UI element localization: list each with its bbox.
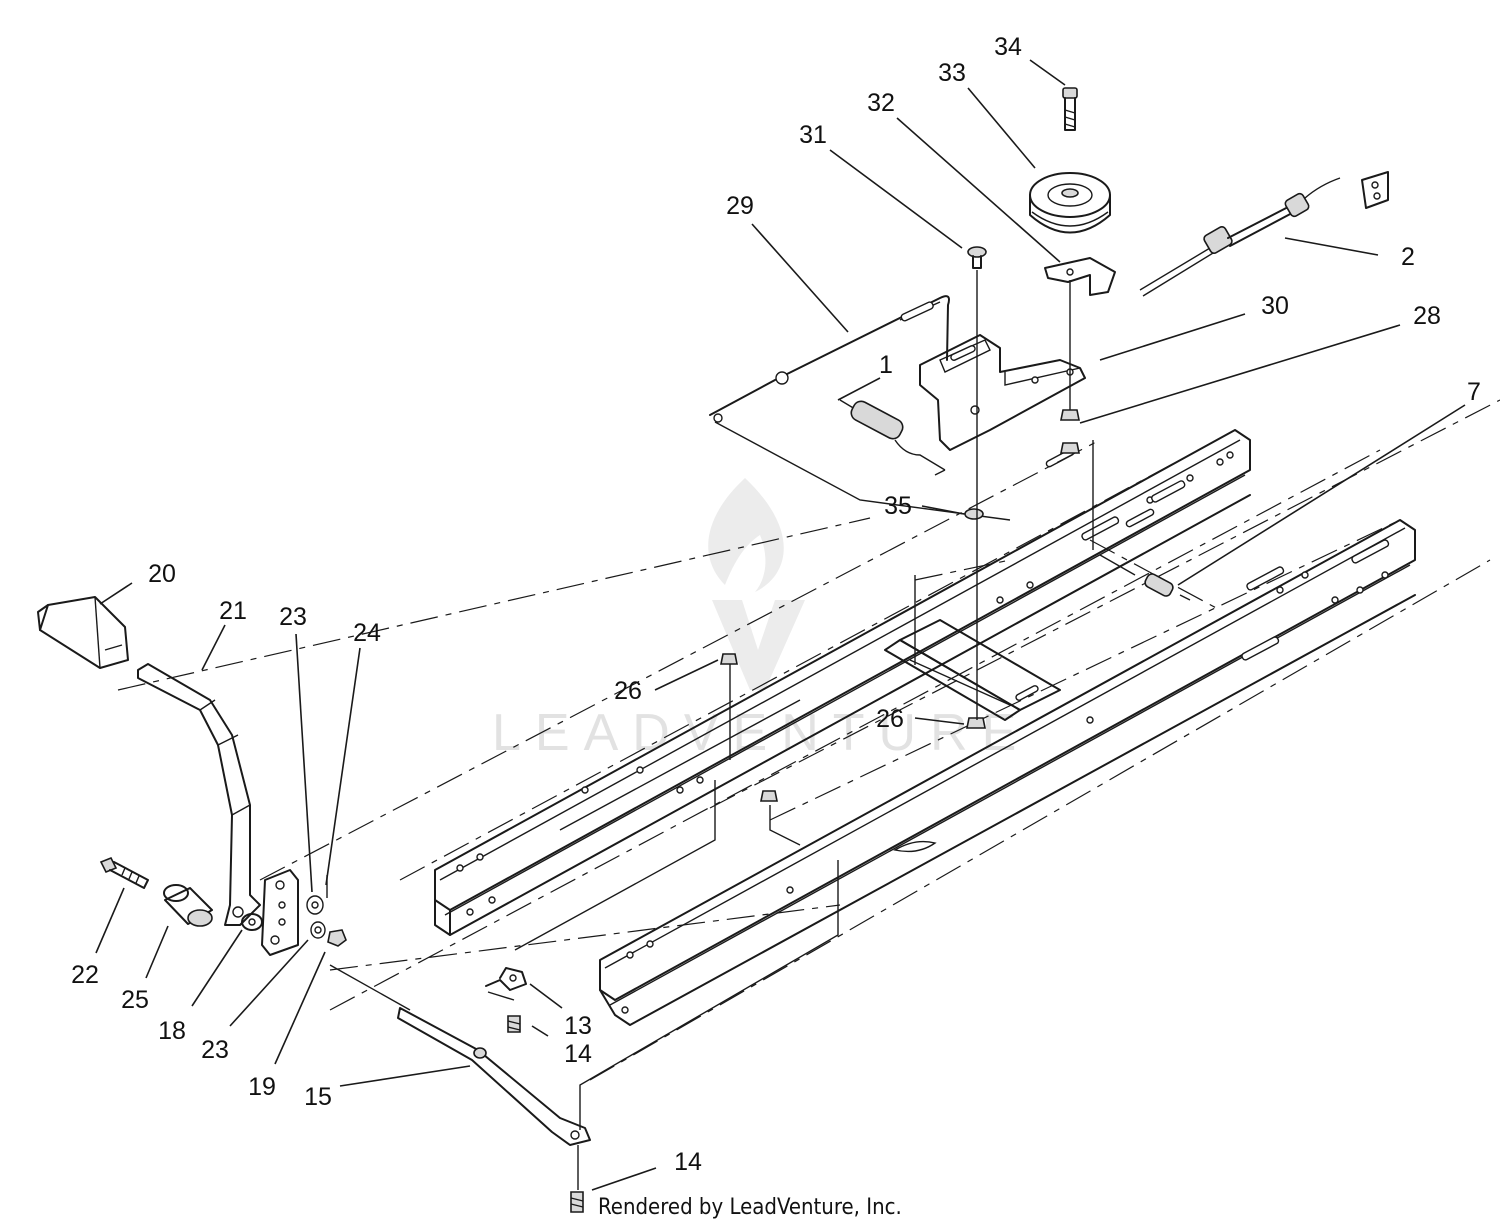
callout-32: 32 <box>867 89 895 117</box>
part-18-pivot-plate <box>241 869 299 956</box>
callout-31: 31 <box>799 121 827 149</box>
callout-15: 15 <box>304 1083 332 1111</box>
frame-left-rail <box>434 429 1251 936</box>
callout-25: 25 <box>121 986 149 1014</box>
callout-1: 1 <box>879 351 893 379</box>
callout-22: 22 <box>71 961 99 989</box>
part-2-brake-cable <box>1139 171 1389 297</box>
watermark-logo: LEADVENTURE <box>492 478 1030 762</box>
part-1-spring <box>839 399 946 476</box>
callout-23: 23 <box>279 603 307 631</box>
callout-21: 21 <box>219 597 247 625</box>
part-7-spring <box>1099 554 1191 601</box>
callout-34: 34 <box>994 33 1022 61</box>
frame-right-rail <box>599 519 1416 1026</box>
callout-14: 14 <box>674 1148 702 1176</box>
part-30-idler-bracket <box>919 334 1086 451</box>
callout-26: 26 <box>876 705 904 733</box>
part-31-shoulder-bolt <box>967 246 987 269</box>
callout-19: 19 <box>248 1073 276 1101</box>
assembly-dash-lines <box>117 399 1500 1081</box>
callout-35: 35 <box>884 492 912 520</box>
callout-2: 2 <box>1401 243 1415 271</box>
part-28-nuts <box>1060 409 1080 454</box>
callout-18: 18 <box>158 1017 186 1045</box>
callout-20: 20 <box>148 560 176 588</box>
part-14-screws <box>507 1015 584 1213</box>
callout-23: 23 <box>201 1036 229 1064</box>
callout-26: 26 <box>614 677 642 705</box>
callout-24: 24 <box>353 619 381 647</box>
callout-leaders <box>95 59 1466 1191</box>
callout-13: 13 <box>564 1012 592 1040</box>
part-35-washer <box>964 508 984 520</box>
part-26-nuts <box>720 653 986 802</box>
part-33-idler-pulley <box>1029 172 1111 234</box>
callout-28: 28 <box>1413 302 1441 330</box>
part-13-clip <box>485 967 527 1001</box>
part-32-pulley-bracket <box>1044 257 1116 296</box>
part-19-nut <box>327 929 347 947</box>
part-25-spacer <box>163 884 213 927</box>
callout-30: 30 <box>1261 292 1289 320</box>
part-21-pedal-arm <box>137 663 261 926</box>
part-23-washers <box>306 895 326 939</box>
callout-33: 33 <box>938 59 966 87</box>
part-15-brake-rod <box>329 964 591 1146</box>
alignment-lines <box>514 270 1094 1190</box>
part-20-pedal-pad <box>37 596 129 669</box>
callout-labels: 34 33 32 31 29 2 30 28 1 7 35 20 21 23 24 26 26 22 25 13 18 2… <box>71 33 1481 1176</box>
part-34-bolt <box>1062 87 1078 131</box>
frame-cross-member <box>884 619 1061 721</box>
callout-7: 7 <box>1467 378 1481 406</box>
part-22-bolt <box>99 856 149 889</box>
callout-14: 14 <box>564 1040 592 1068</box>
callout-29: 29 <box>726 192 754 220</box>
watermark-text: LEADVENTURE <box>492 704 1030 762</box>
render-credit: Rendered by LeadVenture, Inc. <box>598 1195 902 1220</box>
